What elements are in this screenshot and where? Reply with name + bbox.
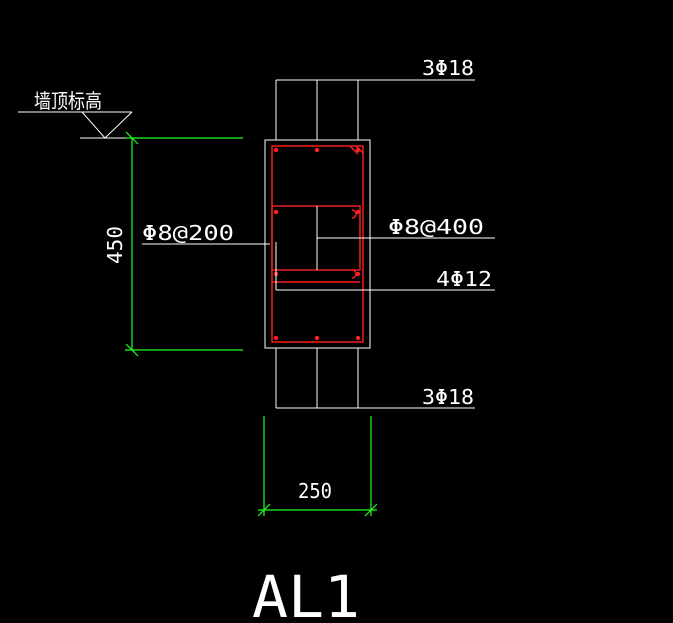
width-dimension-label: 250: [298, 479, 332, 503]
height-dimension: [125, 131, 243, 357]
elevation-marker: [18, 111, 133, 139]
stirrup-left-label: Φ8@200: [142, 221, 234, 245]
side-bars-label: 4Φ12: [436, 267, 492, 291]
section-title: AL1: [252, 563, 360, 623]
wall-top-elevation-label: 墙顶标高: [34, 89, 102, 113]
stirrup-right-label: Φ8@400: [388, 215, 484, 239]
rebar-bars: [273, 147, 361, 341]
height-dimension-label: 450: [103, 226, 127, 264]
leader-lines: [142, 237, 495, 245]
bottom-bars-label: 3Φ18: [422, 385, 474, 409]
column-outline: [275, 79, 475, 409]
top-bars-label: 3Φ18: [422, 56, 474, 80]
width-dimension: [257, 416, 378, 517]
